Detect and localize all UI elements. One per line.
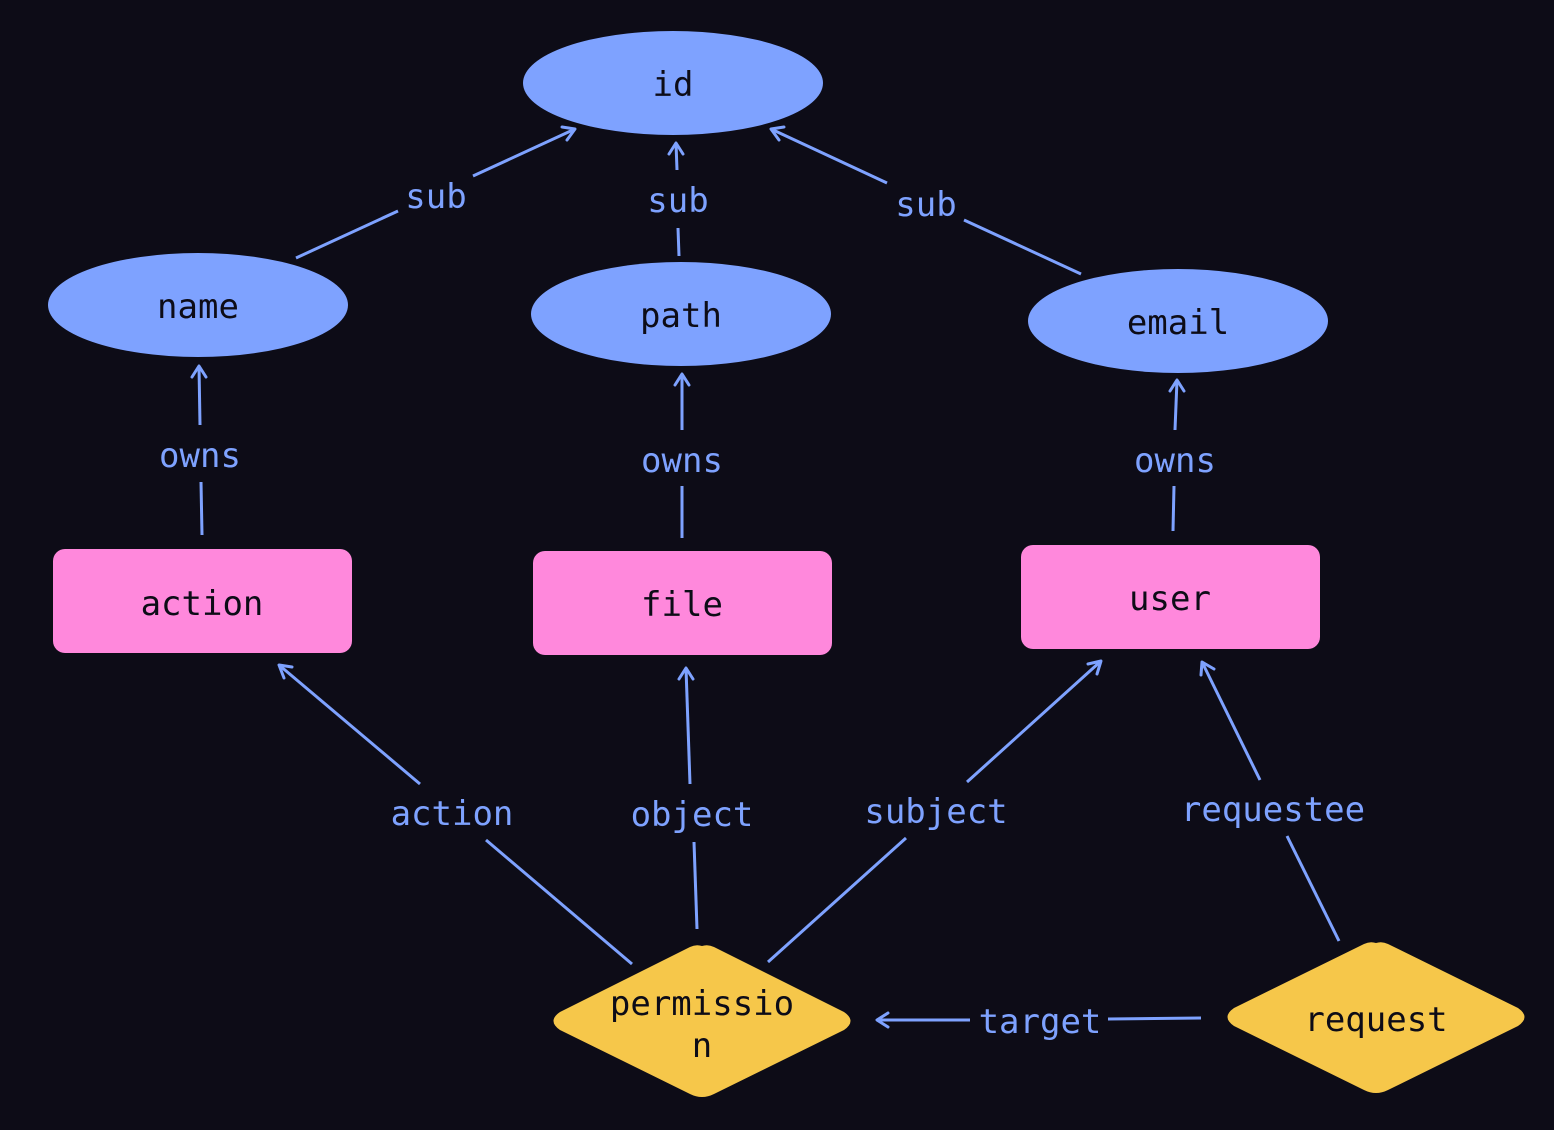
- node-action[interactable]: action: [53, 549, 352, 653]
- edge-label-owns-action: owns: [159, 436, 241, 476]
- edge-request-requestee: requestee: [1181, 660, 1365, 942]
- node-label-permission-line1: permissio: [610, 984, 794, 1024]
- node-user[interactable]: user: [1021, 545, 1320, 649]
- edge-email-sub-id: sub: [769, 125, 1082, 276]
- node-label-path: path: [640, 296, 722, 336]
- node-id[interactable]: id: [523, 31, 823, 135]
- edge-request-target: target: [875, 1002, 1202, 1042]
- edge-name-sub-id: sub: [295, 125, 577, 260]
- edge-action-owns-name: owns: [159, 364, 241, 536]
- edge-label-owns-file: owns: [641, 441, 723, 481]
- node-name[interactable]: name: [48, 253, 348, 357]
- node-label-id: id: [653, 65, 694, 105]
- edge-label-target: target: [979, 1002, 1102, 1042]
- edge-label-requestee: requestee: [1181, 790, 1365, 830]
- edge-label-sub-email: sub: [895, 185, 956, 225]
- edge-user-owns-email: owns: [1134, 378, 1216, 532]
- node-label-name: name: [157, 287, 239, 327]
- edge-label-subject: subject: [864, 792, 1007, 832]
- node-label-permission-line2: n: [692, 1026, 712, 1066]
- node-label-file: file: [641, 585, 723, 625]
- edge-label-object: object: [631, 795, 754, 835]
- edge-label-sub-path: sub: [647, 181, 708, 221]
- edge-label-action: action: [391, 794, 514, 834]
- node-label-request: request: [1304, 1000, 1447, 1040]
- edge-permission-object: object: [631, 666, 754, 930]
- edge-label-owns-user: owns: [1134, 441, 1216, 481]
- node-path[interactable]: path: [531, 262, 831, 366]
- edge-label-sub-name: sub: [405, 177, 466, 217]
- edge-file-owns-path: owns: [641, 372, 723, 538]
- node-request[interactable]: request: [1227, 942, 1525, 1093]
- node-label-user: user: [1129, 579, 1211, 619]
- edge-path-sub-id: sub: [647, 141, 709, 257]
- node-label-email: email: [1127, 303, 1229, 343]
- node-permission[interactable]: permissio n: [553, 945, 851, 1097]
- node-label-action: action: [141, 584, 264, 624]
- edge-permission-subject: subject: [766, 659, 1103, 964]
- node-email[interactable]: email: [1028, 269, 1328, 373]
- edge-permission-action: action: [277, 663, 633, 966]
- node-file[interactable]: file: [533, 551, 832, 655]
